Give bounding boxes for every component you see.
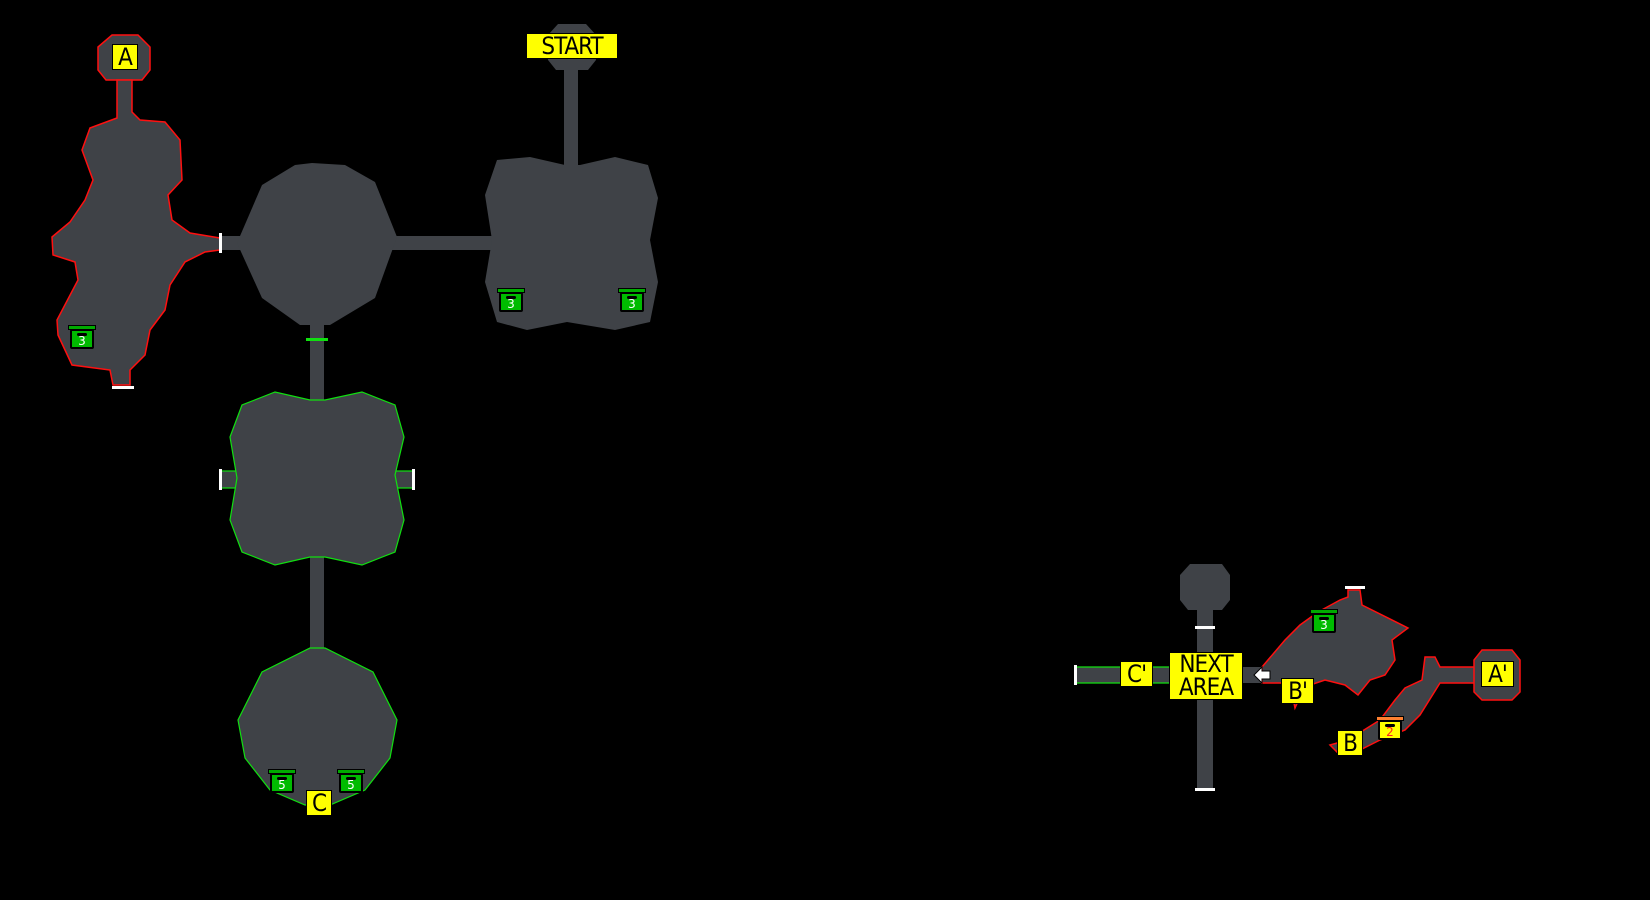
bottom-room <box>237 647 398 806</box>
label-c: C <box>306 790 332 816</box>
door[interactable] <box>1345 586 1365 589</box>
label-start: START <box>526 33 618 59</box>
treasure-chest-orange[interactable]: 2 <box>1376 716 1404 740</box>
label-next-area: NEXT AREA <box>1169 652 1243 700</box>
treasure-chest[interactable]: 5 <box>268 769 296 793</box>
door[interactable] <box>112 386 134 389</box>
start-hall <box>485 157 658 330</box>
next-area-line1: NEXT <box>1179 650 1233 678</box>
treasure-chest[interactable]: 3 <box>497 288 525 312</box>
corridor <box>310 550 324 655</box>
corridor <box>390 236 495 250</box>
label-b: B <box>1337 730 1363 756</box>
octagon-room <box>237 163 397 325</box>
door[interactable] <box>219 469 222 490</box>
label-a-prime: A' <box>1481 661 1514 687</box>
label-c-prime: C' <box>1120 661 1153 687</box>
corridor <box>564 60 578 170</box>
treasure-chest[interactable]: 3 <box>618 288 646 312</box>
door[interactable] <box>1074 665 1077 685</box>
door[interactable] <box>412 469 415 490</box>
label-b-prime: B' <box>1281 678 1314 704</box>
next-area-line2: AREA <box>1178 673 1234 701</box>
corridor <box>310 318 324 408</box>
door[interactable] <box>1195 626 1215 629</box>
treasure-chest[interactable]: 5 <box>337 769 365 793</box>
treasure-chest[interactable]: 3 <box>1310 609 1338 633</box>
middle-room <box>229 391 405 566</box>
door[interactable] <box>306 338 328 341</box>
left-arrow-icon[interactable] <box>1253 665 1271 685</box>
treasure-chest[interactable]: 3 <box>68 325 96 349</box>
door[interactable] <box>1195 788 1215 791</box>
door[interactable] <box>219 233 222 253</box>
label-a: A <box>112 44 138 70</box>
